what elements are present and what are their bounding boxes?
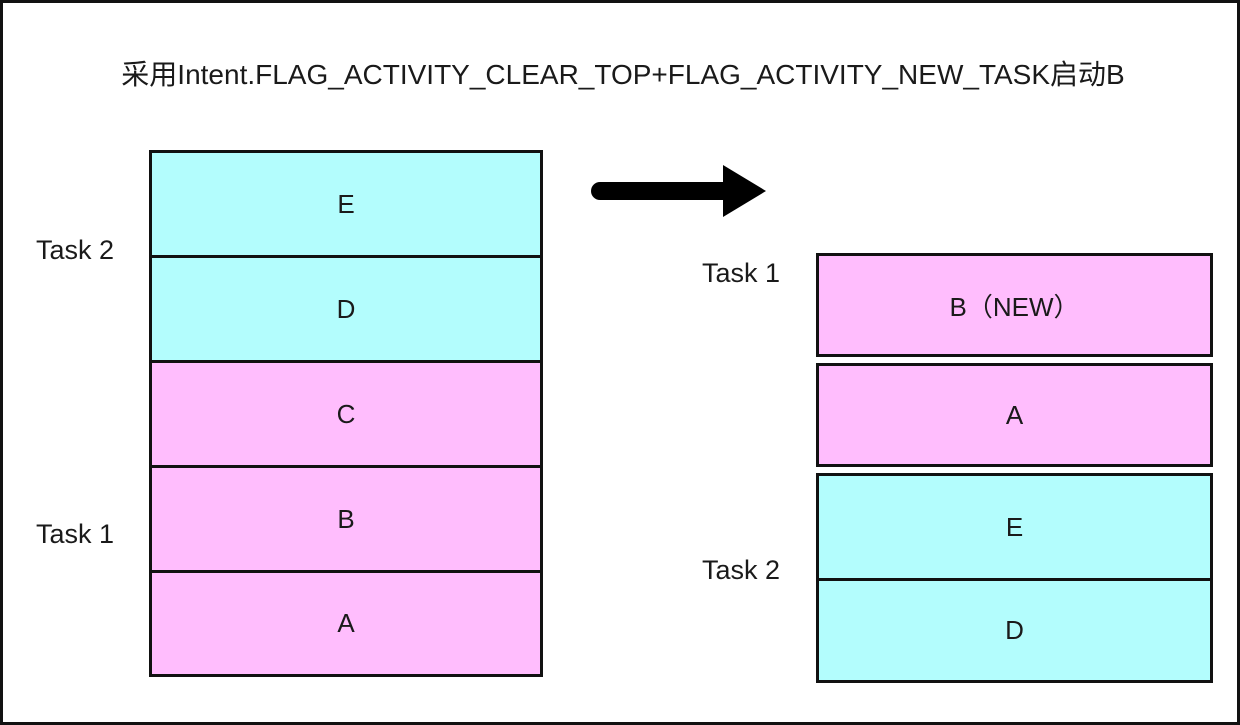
right-cell-b-new[interactable]: B（NEW） (819, 256, 1210, 354)
left-cell-d-label: D (336, 293, 356, 324)
right-cell-e[interactable]: E (819, 476, 1210, 581)
left-cell-b[interactable]: B (152, 468, 540, 573)
left-cell-a[interactable]: A (152, 573, 540, 674)
left-task-1-label: Task 1 (36, 519, 115, 549)
right-group-a: A (816, 363, 1213, 467)
left-cell-c-label: C (336, 398, 356, 429)
right-arrow-icon (591, 165, 766, 217)
right-cell-a[interactable]: A (819, 366, 1210, 464)
right-task-1-label: Task 1 (702, 258, 781, 288)
right-group-task-2: E D (816, 473, 1213, 683)
left-cell-d[interactable]: D (152, 258, 540, 363)
right-task-2-label: Task 2 (702, 555, 781, 585)
left-task-2-label: Task 2 (36, 235, 115, 265)
right-cell-a-label: A (1005, 399, 1024, 430)
left-cell-b-label: B (337, 503, 355, 534)
left-cell-e[interactable]: E (152, 153, 540, 258)
right-group-b-new: B（NEW） (816, 253, 1213, 357)
left-stack-group: E D C B A (149, 150, 543, 677)
left-cell-c[interactable]: C (152, 363, 540, 468)
right-cell-d[interactable]: D (819, 581, 1210, 680)
left-cell-a-label: A (337, 608, 355, 638)
right-cell-e-label: E (1005, 511, 1024, 542)
right-cell-b-new-label: B（NEW） (949, 291, 1080, 322)
page-title: 采用Intent.FLAG_ACTIVITY_CLEAR_TOP+FLAG_AC… (121, 59, 1125, 90)
right-cell-d-label: D (1005, 615, 1024, 645)
left-cell-e-label: E (337, 188, 355, 219)
